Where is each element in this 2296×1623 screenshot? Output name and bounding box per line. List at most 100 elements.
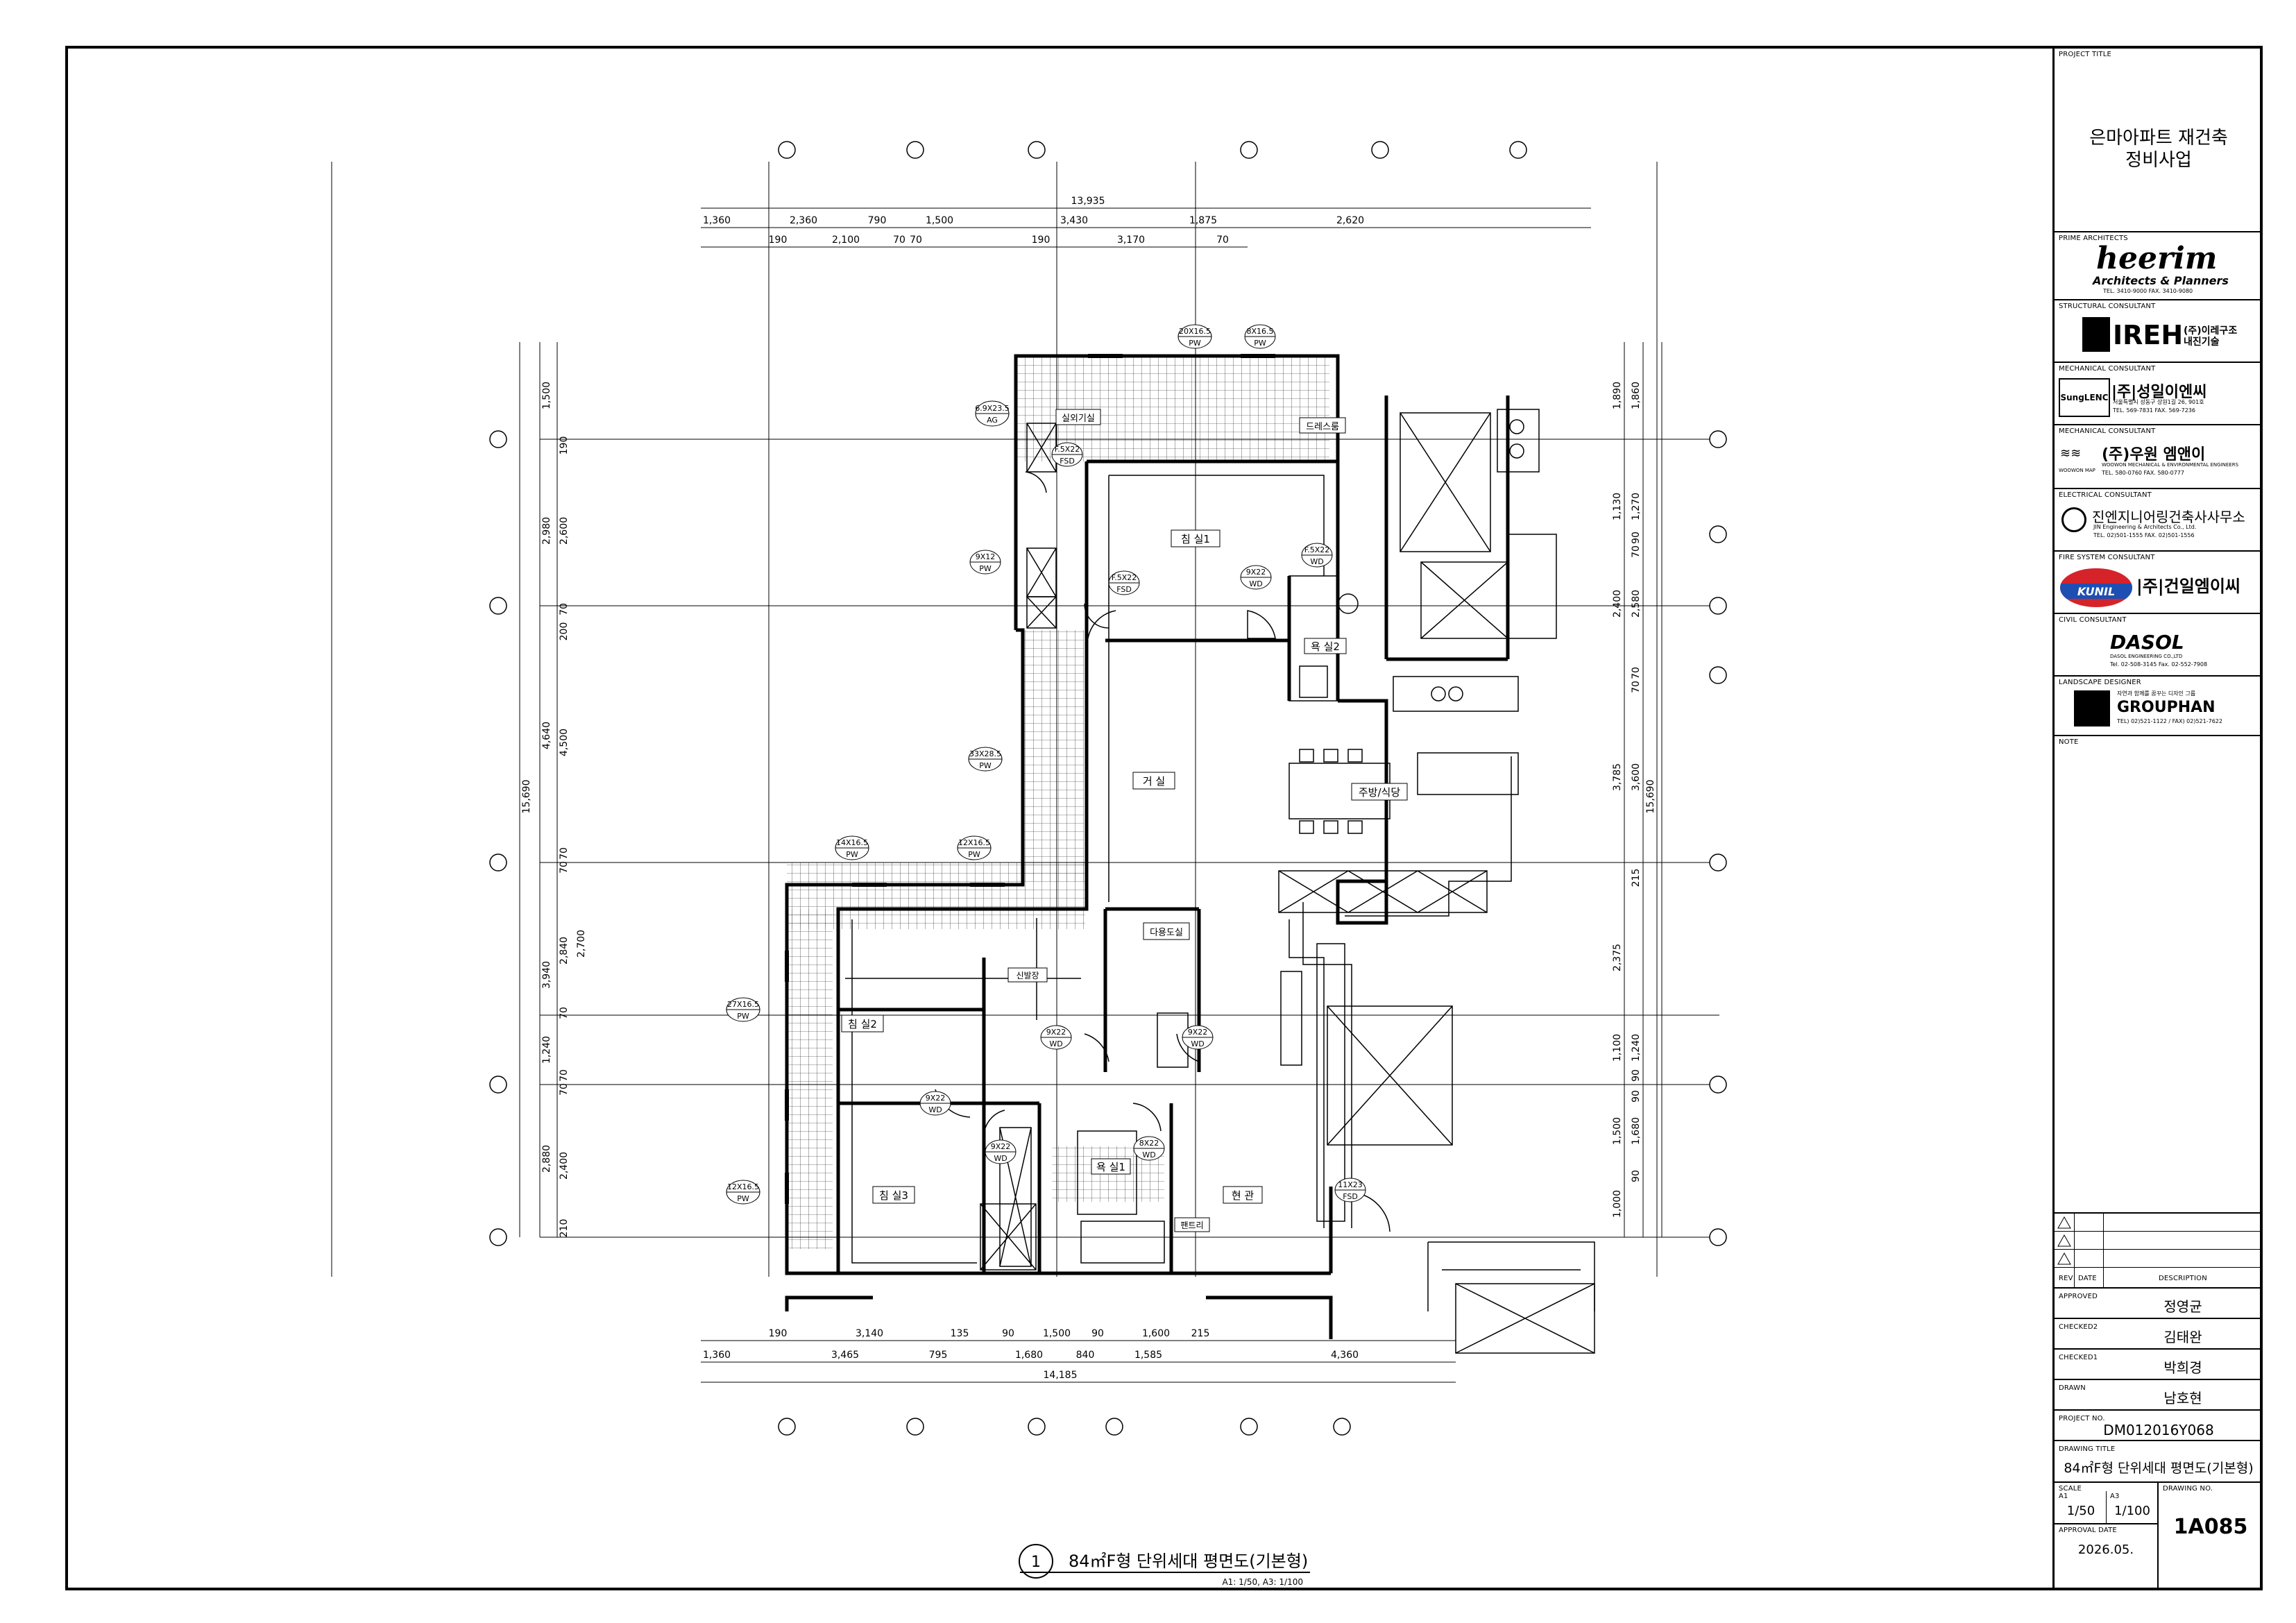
svg-text:PW: PW [1254,339,1266,348]
dim-bot-2: 3,140 [856,1328,883,1339]
balcony-tiles [787,356,1329,1249]
dim-right-7: 1,500 [1612,1117,1623,1145]
drawn-caption: DRAWN [2059,1384,2086,1392]
svg-text:FSD: FSD [1116,585,1132,594]
dim-bot2-4: 1,680 [1015,1350,1043,1361]
dim-right-1: 1,890 [1612,382,1623,409]
dim-left2-2: 2,600 [559,517,570,545]
dim-right2-8: 3,600 [1631,763,1642,791]
dim-left2-14: 210 [559,1219,570,1238]
drawing-number-value: 1A085 [2173,1515,2248,1539]
woowon-name: (주)우원 엠앤이 [2102,446,2206,464]
heerim-logo: heerim [2096,241,2218,276]
woowon-tel: TEL. 580-0760 FAX. 580-0777 [2102,470,2184,476]
dim-bot2-5: 840 [1076,1350,1095,1361]
dim-right-2: 1,130 [1612,493,1623,520]
dim-top2-3: 70 [893,235,905,246]
civil-section: CIVIL CONSULTANT DASOL DASOL ENGINEERING… [2055,614,2263,677]
fire-section: FIRE SYSTEM CONSULTANT KUNIL |주|건일엠이씨 [2055,552,2263,614]
dim-bot-6: 90 [1091,1328,1104,1339]
drawing-number: 1 [1031,1554,1041,1571]
drawing-title: 1 84㎡F형 단위세대 평면도(기본형) A1: 1/50, A3: 1/10… [1019,1544,1310,1587]
kunil-logo: KUNIL [2077,585,2116,598]
svg-text:WD: WD [1142,1150,1155,1159]
tag-pw-b: 12X16.5PW [957,835,992,860]
dim-left-6: 2,880 [541,1145,552,1173]
drawn-row: DRAWN 남호현 [2055,1380,2263,1411]
svg-text:12X16.5: 12X16.5 [958,838,990,847]
structural-caption: STRUCTURAL CONSULTANT [2059,303,2156,310]
svg-text:FSD: FSD [1343,1192,1358,1201]
grouphan-slogan: 자연과 함께를 꿈꾸는 디자인 그룹 [2117,690,2196,697]
dim-bot2-2: 3,465 [831,1350,859,1361]
svg-text:9X22: 9X22 [926,1094,946,1103]
sunglenc-address: 서울특별시 성동구 상원1길 26, 901호 [2113,399,2204,405]
svg-text:9X22: 9X22 [1246,568,1266,577]
civil-caption: CIVIL CONSULTANT [2059,616,2127,624]
svg-text:PW: PW [846,850,858,859]
windows [785,354,1275,1204]
kunil-logo-icon: KUNIL [2060,568,2132,607]
scale-drawing-no-area: SCALE A1 A3 1/50 1/100 APPROVAL DATE 202… [2055,1483,2263,1588]
drawing-title-text: 84㎡F형 단위세대 평면도(기본형) [1069,1552,1308,1571]
dim-top2-4: 70 [910,235,922,246]
drawn-value: 남호현 [2163,1390,2202,1407]
dim-bot-1: 190 [769,1328,788,1339]
project-title-caption: PROJECT TITLE [2059,51,2112,58]
svg-text:8X22: 8X22 [1139,1139,1159,1148]
checked2-row: CHECKED2 김태완 [2055,1319,2263,1350]
svg-text:F.5X22: F.5X22 [1055,445,1080,454]
drawing-title-caption: DRAWING TITLE [2059,1445,2116,1453]
approved-value: 정영균 [2163,1298,2202,1315]
svg-text:WD: WD [1249,579,1262,588]
dim-bot-5: 1,500 [1043,1328,1071,1339]
project-title-section: PROJECT TITLE 은마아파트 재건축 정비사업 [2055,49,2263,232]
dim-right2-6: 70 [1631,667,1642,679]
dim-right2-12: 90 [1631,1090,1642,1103]
dim-left2-4: 200 [559,622,570,641]
approval-date-caption: APPROVAL DATE [2059,1527,2117,1534]
svg-text:11X23: 11X23 [1338,1180,1363,1189]
description-caption: DESCRIPTION [2159,1275,2207,1282]
room-outdoor-unit: 실외기실 [1062,414,1095,424]
door-swings [935,471,1391,1232]
dim-left2-6: 70 [559,847,570,860]
room-shoes: 신발장 [1016,971,1039,980]
svg-text:PW: PW [979,564,992,573]
dasol-logo: DASOL [2110,631,2184,654]
dim-right-4: 3,785 [1612,763,1623,791]
heerim-tel: TEL. 3410-9000 FAX. 3410-9080 [2103,288,2193,294]
dim-right2-11: 1,240 [1631,1034,1642,1062]
mechanical1-section: MECHANICAL CONSULTANT SungLENC |주|성일이엔씨 … [2055,363,2263,425]
checked1-caption: CHECKED1 [2059,1354,2098,1361]
dim-right2-4: 70 [1631,545,1642,558]
svg-text:9X22: 9X22 [991,1142,1011,1151]
heerim-subtitle: Architects & Planners [2093,274,2229,287]
approved-caption: APPROVED [2059,1293,2098,1300]
prime-architect-section: PRIME ARCHITECTS heerim Architects & Pla… [2055,232,2263,300]
dimension-text: 13,935 1,360 2,360 790 1,500 3,430 1,875… [703,196,1364,1381]
revision-triangle-icon [2057,1252,2071,1265]
dim-bot-4: 90 [1002,1328,1014,1339]
jin-english: JIN Engineering & Architects Co., Ltd. [2093,524,2197,530]
room-pantry: 팬트리 [1180,1221,1203,1230]
electrical-section: ELECTRICAL CONSULTANT 진엔지니어링건축사사무소 JIN E… [2055,489,2263,552]
dim-bot2-1: 1,360 [703,1350,731,1361]
project-number-caption: PROJECT NO. [2059,1415,2105,1422]
dim-top-6: 1,875 [1189,215,1217,226]
room-bath1: 욕 실1 [1096,1161,1125,1173]
dim-left-3: 4,640 [541,722,552,749]
svg-text:F.5X22: F.5X22 [1112,573,1137,582]
svg-text:9X22: 9X22 [1188,1028,1208,1037]
dim-right2-5: 2,580 [1631,590,1642,618]
dasol-subtitle: DASOL ENGINEERING CO.,LTD [2110,654,2183,659]
drawing-title-row: DRAWING TITLE 84㎡F형 단위세대 평면도(기본형) [2055,1441,2263,1483]
tag-pw-d: 12X16.5PW [726,1180,760,1205]
dim-right-total: 15,690 [1645,780,1656,814]
